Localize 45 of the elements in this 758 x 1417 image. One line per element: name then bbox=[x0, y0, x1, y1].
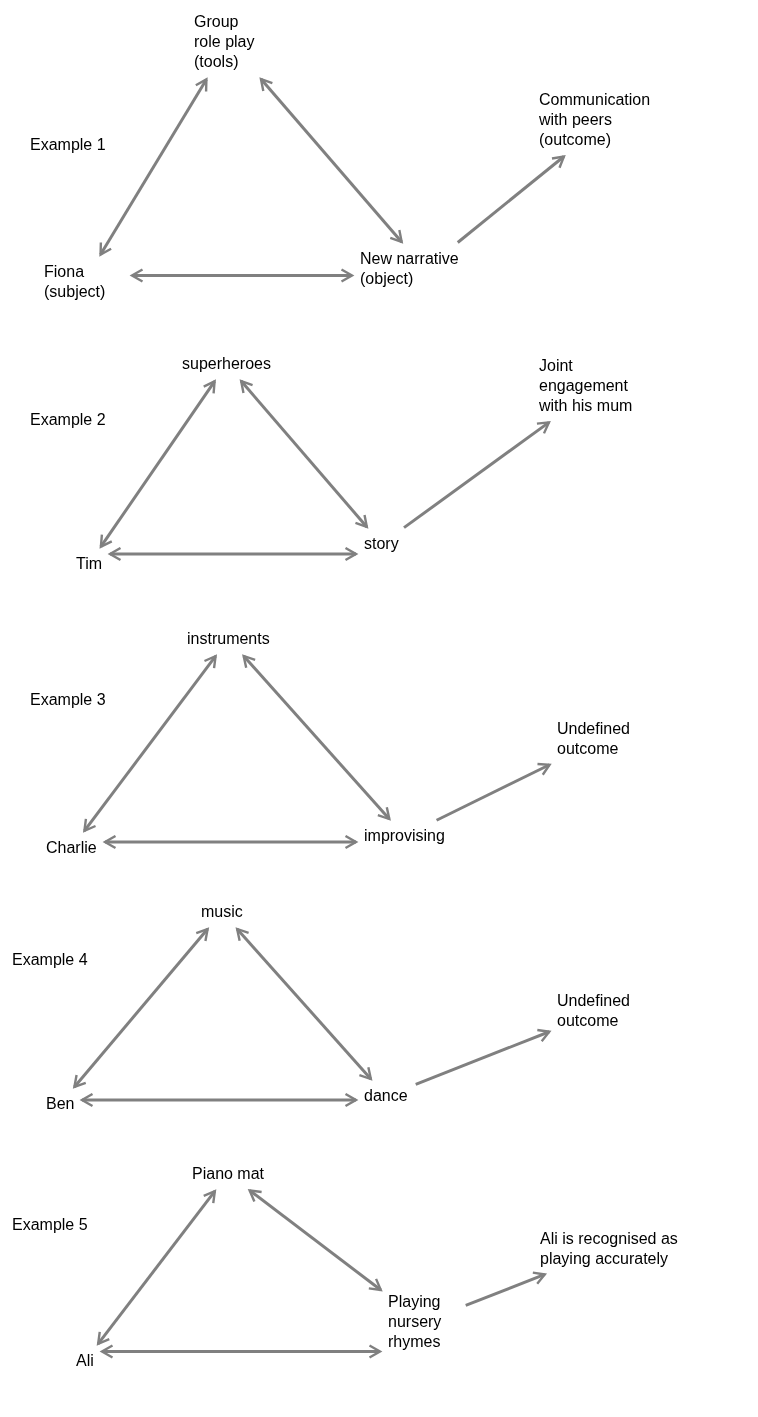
node-label: Piano mat bbox=[188, 1160, 269, 1188]
double-arrow bbox=[259, 77, 403, 244]
node-label: New narrative (object) bbox=[356, 245, 494, 293]
double-arrow bbox=[435, 762, 551, 822]
double-arrow bbox=[415, 1028, 551, 1086]
node-label: music bbox=[197, 898, 247, 926]
node-label: story bbox=[360, 530, 403, 558]
double-arrow bbox=[248, 1189, 382, 1292]
double-arrow bbox=[103, 834, 358, 850]
double-arrow bbox=[108, 546, 358, 562]
node-label: instruments bbox=[183, 625, 274, 653]
double-arrow bbox=[99, 380, 216, 548]
double-arrow bbox=[235, 927, 373, 1081]
double-arrow bbox=[96, 1190, 217, 1345]
double-arrow bbox=[456, 155, 566, 244]
double-arrow bbox=[100, 1344, 382, 1359]
node-label: Undefined outcome bbox=[553, 987, 651, 1035]
double-arrow bbox=[130, 268, 354, 283]
node-label: superheroes bbox=[178, 350, 275, 378]
node-label: Charlie bbox=[42, 834, 101, 862]
node-label: Undefined outcome bbox=[553, 715, 651, 763]
node-label: Tim bbox=[72, 550, 107, 578]
example-label: Example 1 bbox=[30, 135, 106, 155]
node-label: Fiona (subject) bbox=[40, 258, 128, 306]
double-arrow bbox=[99, 78, 208, 256]
node-label: Group role play (tools) bbox=[190, 8, 268, 76]
double-arrow bbox=[242, 654, 391, 821]
node-label: Playing nursery rhymes bbox=[384, 1288, 462, 1356]
double-arrow bbox=[83, 655, 217, 832]
double-arrow bbox=[465, 1271, 546, 1307]
node-label: Ali bbox=[72, 1347, 98, 1375]
double-arrow bbox=[239, 379, 369, 529]
node-label: Ben bbox=[42, 1090, 79, 1118]
node-label: dance bbox=[360, 1082, 412, 1110]
example-label: Example 3 bbox=[30, 690, 106, 710]
node-label: improvising bbox=[360, 822, 449, 850]
example-label: Example 4 bbox=[12, 950, 88, 970]
double-arrow bbox=[73, 927, 209, 1089]
node-label: Joint engagement with his mum bbox=[535, 352, 663, 420]
double-arrow bbox=[80, 1092, 358, 1108]
node-label: Communication with peers (outcome) bbox=[535, 86, 683, 154]
example-label: Example 2 bbox=[30, 410, 106, 430]
node-label: Ali is recognised as playing accurately bbox=[536, 1225, 684, 1273]
example-label: Example 5 bbox=[12, 1215, 88, 1235]
double-arrow bbox=[403, 421, 551, 529]
